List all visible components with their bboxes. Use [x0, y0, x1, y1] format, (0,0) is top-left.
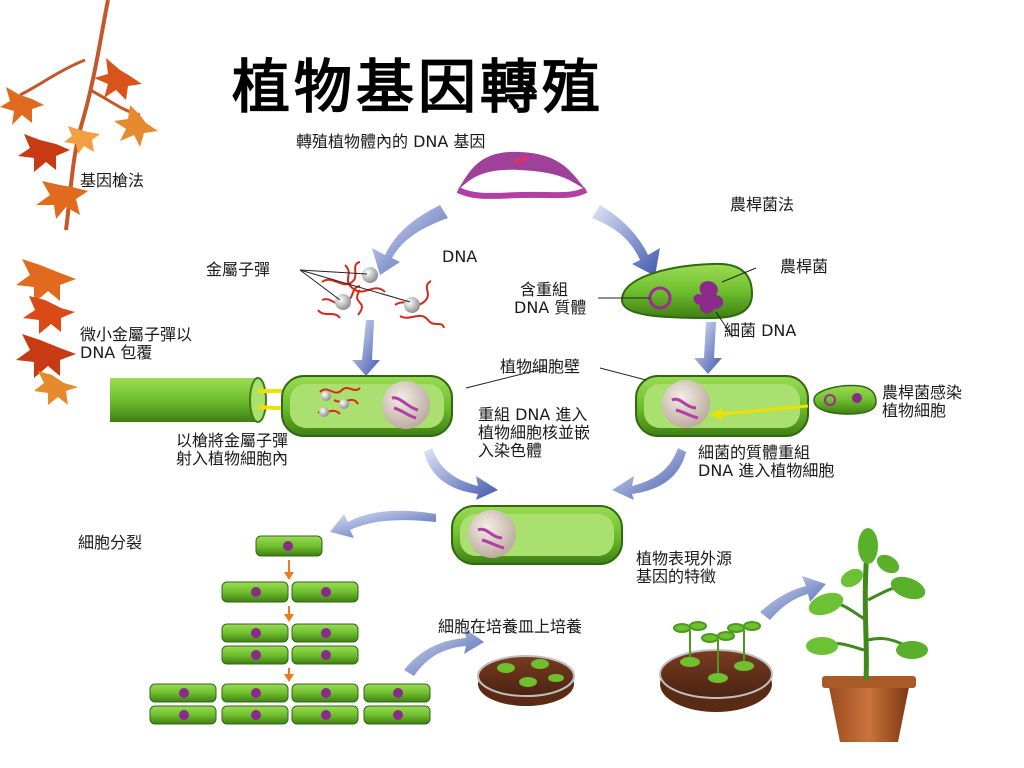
arrow-to-cell-division — [330, 510, 436, 538]
division-row-4 — [149, 683, 431, 725]
plant-cell-wall-label: 植物細胞壁 — [500, 357, 581, 376]
culture-label: 細胞在培養皿上培養 — [438, 617, 583, 636]
micro-bullet-label-line2: DNA 包覆 — [80, 343, 153, 362]
division-row-3 — [221, 623, 359, 665]
agrobacterium-cell — [620, 262, 754, 320]
arrow-to-gene-gun — [372, 205, 448, 275]
autumn-branch-decoration — [0, 0, 158, 405]
recombinant-label-line2: DNA 質體 — [514, 298, 587, 317]
gene-gun-method-label: 基因槍法 — [80, 171, 145, 190]
shoot-label-line1: 以槍將金屬子彈 — [176, 431, 289, 450]
plasmid-label-line1: 細菌的質體重組 — [698, 443, 811, 462]
dna-ribbon — [456, 151, 588, 199]
arrow-to-center-left — [424, 448, 498, 500]
integrate-label-line3: 入染色體 — [478, 441, 543, 460]
agrobacterium-small — [813, 384, 877, 415]
metal-bullet — [335, 294, 351, 310]
potted-transgenic-plant — [806, 528, 928, 742]
arrow-down-left — [352, 320, 380, 376]
top-dna-gene-label: 轉殖植物體內的 DNA 基因 — [296, 132, 486, 151]
plant-cell-gene-gun — [281, 375, 453, 437]
agro-method-label: 農桿菌法 — [730, 195, 795, 214]
plasmid-label-line2: DNA 進入植物細胞 — [698, 461, 835, 480]
metal-bullet — [362, 267, 378, 283]
cell-division-pyramid — [149, 535, 431, 725]
arrow-to-mature-plant — [760, 576, 826, 620]
division-row-1 — [255, 535, 323, 557]
petri-dish-callus — [477, 655, 575, 706]
division-row-2 — [221, 581, 359, 603]
arrow-to-agro — [592, 205, 660, 276]
petri-dish-seedlings — [659, 621, 773, 712]
integrate-label-line1: 重組 DNA 進入 — [478, 405, 588, 424]
micro-bullet-label-line1: 微小金屬子彈以 — [80, 325, 193, 344]
slide-title: 植物基因轉殖 — [232, 53, 605, 121]
integrate-label-line2: 植物細胞核並嵌 — [478, 423, 591, 442]
trait-label-line1: 植物表現外源 — [636, 549, 733, 568]
shoot-label-line2: 射入植物細胞內 — [176, 449, 289, 468]
cell-division-label: 細胞分裂 — [78, 533, 143, 552]
metal-bullet — [404, 297, 420, 313]
dna-label: DNA — [442, 247, 478, 266]
agrobacterium-label: 農桿菌 — [780, 257, 829, 276]
transformed-plant-cell — [451, 505, 623, 565]
plant-cell-agro — [635, 375, 809, 437]
metal-bullet-label: 金屬子彈 — [206, 260, 271, 279]
agro-infect-label-line2: 植物細胞 — [882, 401, 947, 420]
trait-label-line2: 基因的特徵 — [636, 567, 717, 586]
recombinant-label-line1: 含重組 — [520, 280, 569, 299]
arrow-to-center-right — [612, 448, 686, 500]
agro-infect-label-line1: 農桿菌感染 — [882, 383, 963, 402]
arrow-down-right — [694, 322, 722, 374]
arrow-to-petri-dish — [404, 628, 484, 676]
bacterial-dna-label: 細菌 DNA — [724, 321, 797, 340]
